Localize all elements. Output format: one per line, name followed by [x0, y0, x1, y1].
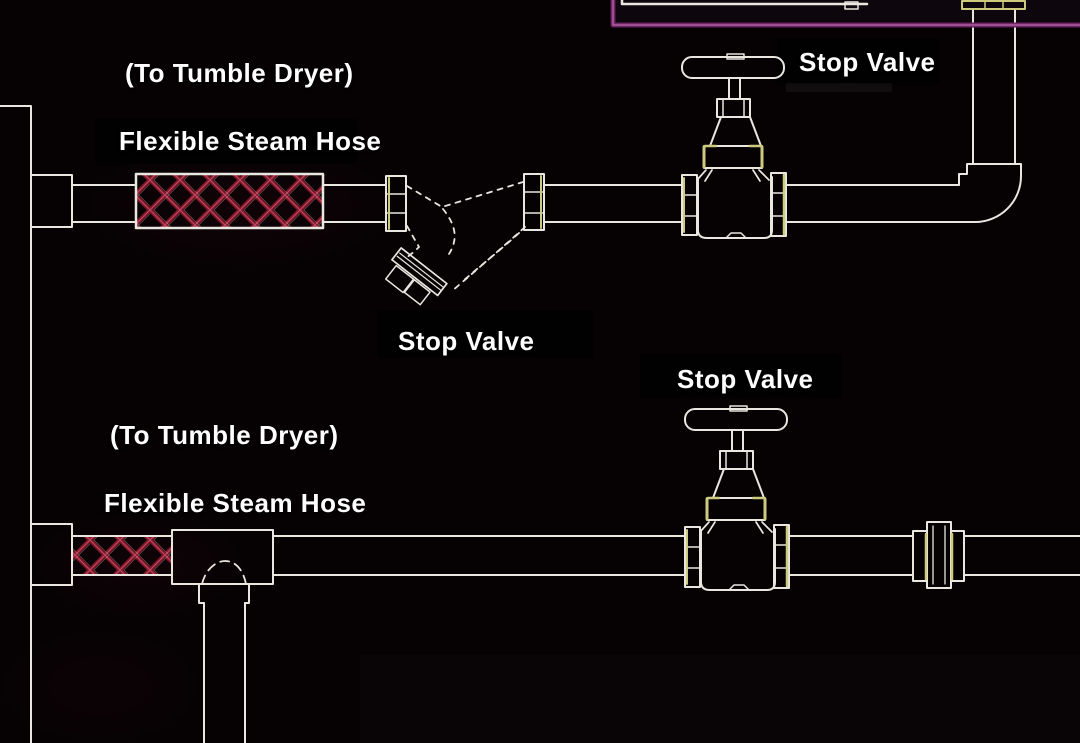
label-flexible-steam-hose-bottom: Flexible Steam Hose: [104, 488, 367, 518]
riser-pipe-top-right: [961, 0, 1026, 165]
y-strainer: [384, 173, 545, 306]
stop-valve-top: [680, 52, 788, 240]
label-flexible-steam-hose-top: Flexible Steam Hose: [119, 126, 382, 156]
top-pipe-flange-left: [30, 174, 73, 228]
pipe-union: [912, 521, 965, 589]
stop-valve-bottom: [683, 404, 791, 592]
blowdown-cap: [384, 247, 448, 306]
drop-pipe: [203, 602, 246, 743]
flexible-steam-hose-bottom: [71, 535, 173, 576]
label-stop-valve-bottom: Stop Valve: [677, 364, 814, 394]
wall-riser-left: [0, 105, 32, 743]
tee-fitting: [171, 529, 274, 604]
bottom-pipe-flange-left: [30, 523, 73, 586]
label-to-tumble-dryer-bottom: (To Tumble Dryer): [110, 420, 339, 450]
elbow-top-right: [958, 163, 1022, 223]
bottom-pipe-segments: [272, 535, 1080, 576]
label-stop-valve-top-right: Stop Valve: [799, 47, 936, 77]
label-stop-valve-strainer: Stop Valve: [398, 326, 535, 356]
top-pipe-segments: [71, 184, 976, 223]
flexible-steam-hose-top: [134, 172, 325, 230]
equipment-outline-fragment: [620, 0, 869, 10]
boundary-line: [610, 0, 1080, 28]
label-to-tumble-dryer-top: (To Tumble Dryer): [125, 58, 354, 88]
